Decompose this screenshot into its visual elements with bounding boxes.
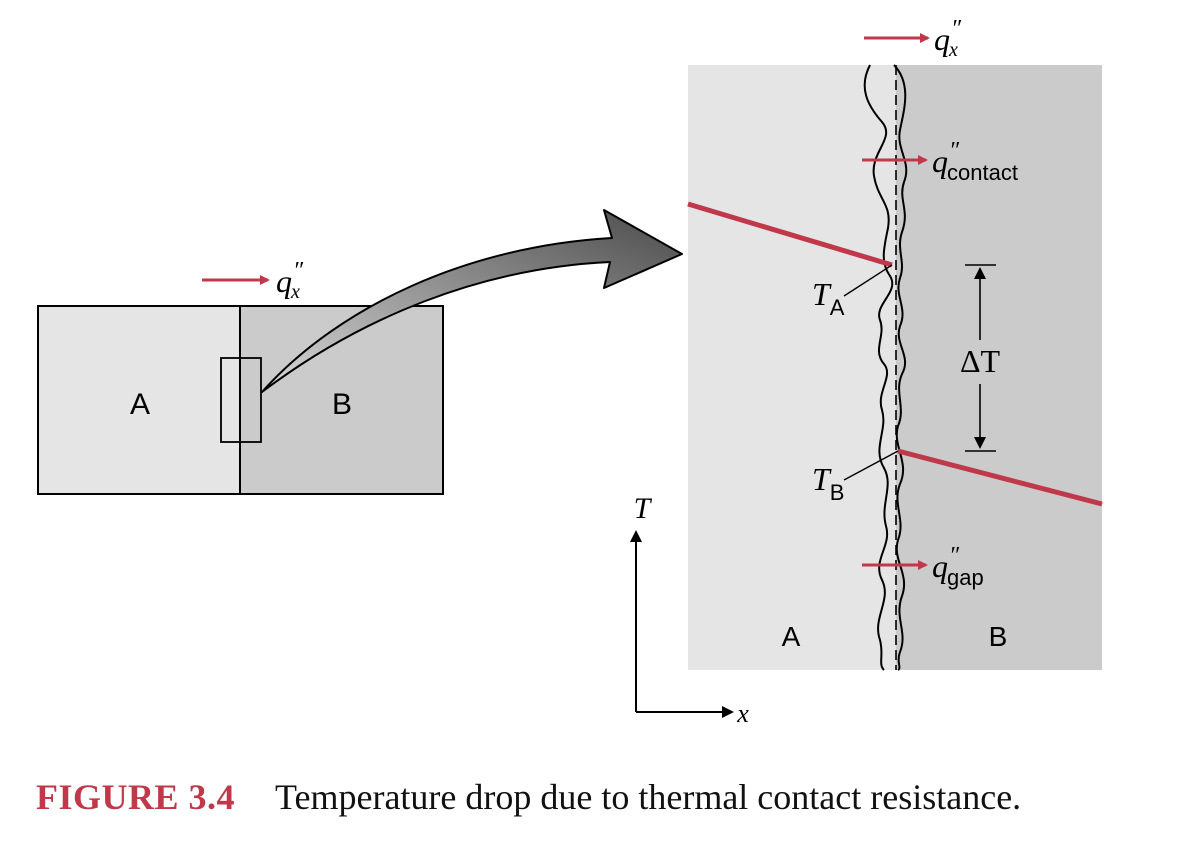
zoom-region-box [220,357,262,443]
ta-label: TA [812,276,845,320]
surface-profile-b [893,64,908,671]
ta-leader [843,264,893,297]
temperature-line-a [687,201,893,268]
axis-x-label: x [736,699,749,728]
block-b-label: B [332,388,352,421]
region-b-label: B [989,621,1008,652]
temperature-line-b [897,448,1103,507]
block-a [37,305,241,495]
delta-t-label: ΔT [960,343,1001,379]
material-a-region [688,65,896,670]
zoom-arrow [261,209,683,393]
magnified-interface: q″x q″contact q″gap TA TB ΔT A B [687,16,1103,671]
left-assembly: A B q″x [37,258,444,495]
surface-profile-a [863,64,894,671]
region-a-label: A [782,621,801,652]
tb-label: TB [812,461,844,505]
tb-leader [843,450,899,481]
heat-flux-label: q″x [276,258,304,303]
axis-y-label: T [634,492,653,525]
flux-contact-label: q″contact [932,138,1018,185]
block-a-label: A [130,388,150,421]
material-b-region [896,65,1102,670]
caption-text: Temperature drop due to thermal contact … [275,777,1022,817]
t-x-axes: T x [630,492,749,728]
flux-gap-label: q″gap [932,543,984,590]
flux-top-label: q″x [934,16,962,61]
figure-number: FIGURE 3.4 [36,777,236,817]
figure-caption: FIGURE 3.4 Temperature drop due to therma… [36,776,1156,826]
